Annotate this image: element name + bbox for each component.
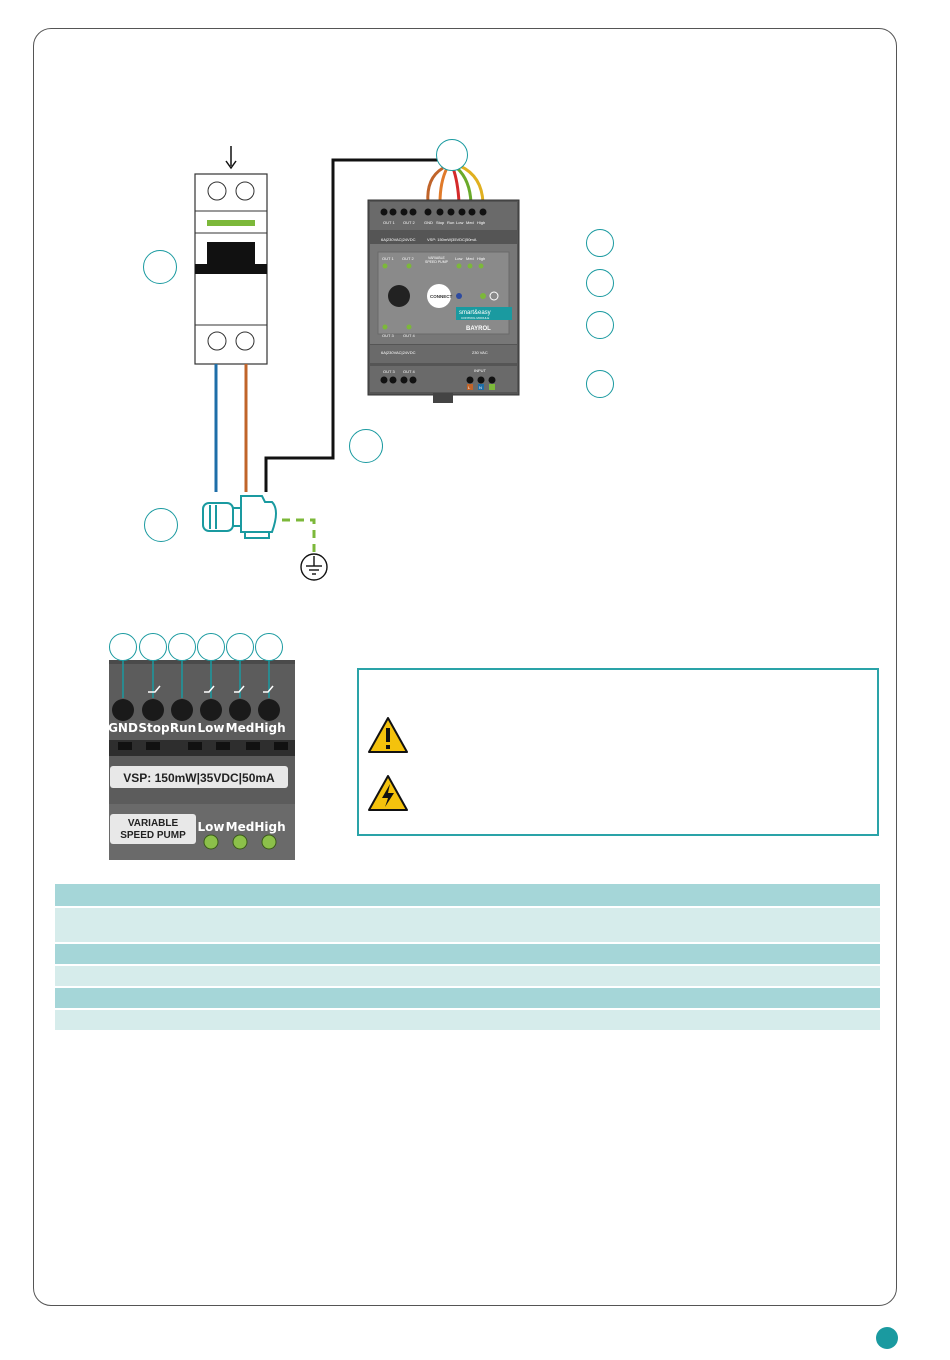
vsp-title-line1: VARIABLE <box>128 818 179 829</box>
callout-low <box>197 633 225 661</box>
wire-orange <box>426 166 444 204</box>
terminal-run: Run <box>170 721 196 735</box>
connect-label: CONNECT <box>430 294 453 299</box>
callout-legend-2 <box>586 269 614 297</box>
table-header-row <box>55 884 880 906</box>
module-brand: smart&easy <box>459 310 491 316</box>
wire-green <box>455 166 473 204</box>
module-input-n: N <box>479 385 482 390</box>
svg-text:Low: Low <box>455 256 462 261</box>
module-out1-top: OUT 1 <box>383 220 395 225</box>
module-brand-sub: CONTROL MODULE <box>461 316 489 320</box>
power-icon <box>489 291 499 301</box>
callout-legend-1 <box>586 229 614 257</box>
module-display <box>388 285 410 307</box>
terminal-labels: GND Stop Run Low Med High <box>108 721 286 735</box>
circuit-breaker <box>194 146 268 365</box>
svg-text:Med: Med <box>466 256 474 261</box>
vsp-title-line2: SPEED PUMP <box>120 830 186 841</box>
vsp-spec-label: VSP: 150mW|35VDC|50mA <box>123 771 275 785</box>
table-row <box>55 988 880 1008</box>
warning-triangle-icon <box>368 717 408 753</box>
callout-cable <box>349 429 383 463</box>
callout-wires <box>436 139 468 171</box>
table-row <box>55 944 880 964</box>
svg-text:GND: GND <box>424 220 433 225</box>
page-indicator <box>876 1327 898 1349</box>
callout-med <box>226 633 254 661</box>
module-input-label: INPUT <box>474 368 487 373</box>
svg-text:High: High <box>477 220 485 225</box>
control-module: OUT 1 OUT 2 GND Stop Run Low Med High 6A… <box>367 199 520 403</box>
module-bayrol: BAYROL <box>466 326 491 332</box>
module-vsp-line2: SPEED PUMP <box>425 260 449 264</box>
warning-box <box>357 668 879 836</box>
callout-run <box>168 633 196 661</box>
module-rating-230: 230 VAC <box>472 350 488 355</box>
connect-button[interactable] <box>427 284 451 308</box>
module-out2-top: OUT 2 <box>403 220 415 225</box>
callout-breaker <box>143 250 177 284</box>
module-led-out4: OUT 4 <box>403 333 415 338</box>
led-label-med: Med <box>226 820 255 834</box>
wire-yellow <box>459 164 485 204</box>
led-low <box>203 834 219 850</box>
module-led-out1: OUT 1 <box>382 256 394 261</box>
terminal-detail: GND Stop Run Low Med High VSP: 150mW|35V… <box>108 658 295 860</box>
ground-symbol-icon <box>300 553 328 581</box>
led-med <box>232 834 248 850</box>
terminal-low: Low <box>198 721 225 735</box>
callout-legend-4 <box>586 370 614 398</box>
callout-high <box>255 633 283 661</box>
svg-text:Run: Run <box>447 220 454 225</box>
led-label-high: High <box>254 820 285 834</box>
module-rating-bottom: 6A|230VAC|24VDC <box>381 350 416 355</box>
callout-pump <box>144 508 178 542</box>
module-led-out2: OUT 2 <box>402 256 414 261</box>
wire-red <box>451 167 461 204</box>
module-rating-vsp: VSP: 150mW|35VDC|50mA <box>427 237 477 242</box>
module-out3-bottom: OUT 3 <box>383 369 395 374</box>
terminal-gnd: GND <box>108 721 138 735</box>
svg-text:Stop: Stop <box>436 220 445 225</box>
module-out4-bottom: OUT 4 <box>403 369 415 374</box>
module-led-out3: OUT 3 <box>382 333 394 338</box>
page-frame <box>33 28 897 1306</box>
wire-brown <box>438 167 449 204</box>
svg-text:Low: Low <box>456 220 463 225</box>
table-row <box>55 1010 880 1030</box>
svg-text:Med: Med <box>466 220 474 225</box>
callout-stop <box>139 633 167 661</box>
pump-icon <box>202 495 277 539</box>
terminal-stop: Stop <box>138 721 170 735</box>
terminal-med: Med <box>226 721 255 735</box>
module-input-l: L <box>468 385 471 390</box>
callout-gnd <box>109 633 137 661</box>
high-voltage-icon <box>368 775 408 811</box>
wiring-diagram: OUT 1 OUT 2 GND Stop Run Low Med High 6A… <box>194 146 520 581</box>
terminal-high: High <box>254 721 285 735</box>
terminal-table <box>55 882 880 1032</box>
module-top-terminal-labels: GND Stop Run Low Med High <box>424 220 485 225</box>
table-row <box>55 966 880 986</box>
module-rating-left: 6A|230VAC|24VDC <box>381 237 416 242</box>
led-high <box>261 834 277 850</box>
callout-legend-3 <box>586 311 614 339</box>
earth-wire <box>282 518 316 553</box>
svg-text:High: High <box>477 256 485 261</box>
module-vsp-line1: VARIABLE <box>428 256 446 260</box>
table-row <box>55 908 880 942</box>
led-label-low: Low <box>198 820 225 834</box>
control-cable <box>264 158 440 492</box>
